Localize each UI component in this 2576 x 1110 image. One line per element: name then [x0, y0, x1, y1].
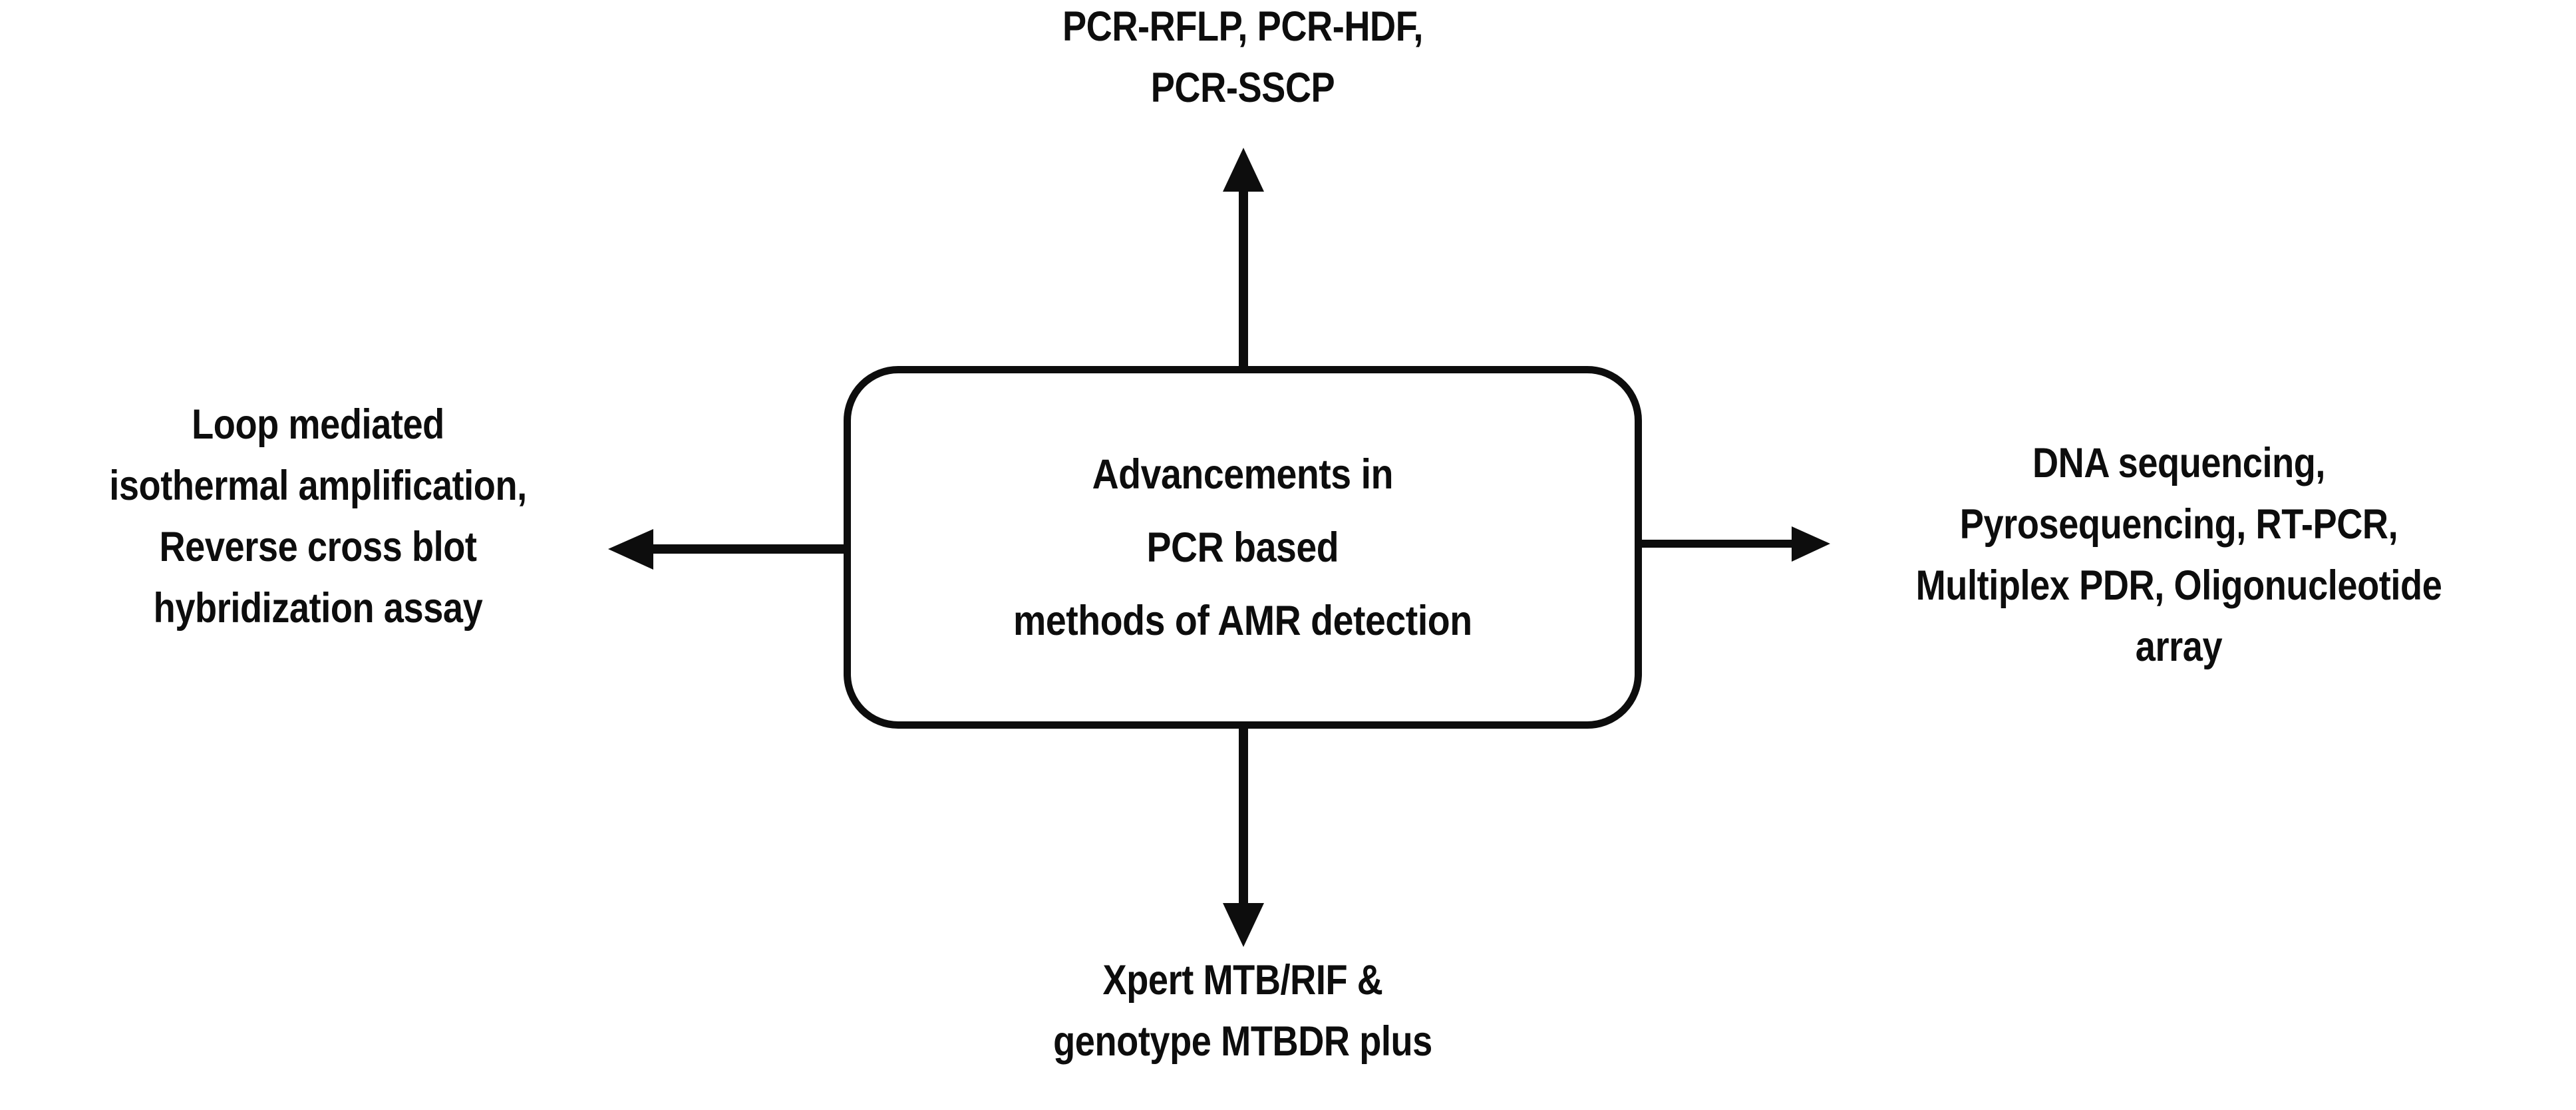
branch-label-top-line-2: PCR-SSCP — [1150, 65, 1335, 111]
branch-label-left-line-4: hybridization assay — [153, 585, 483, 632]
branch-label-top: PCR-RFLP, PCR-HDF, PCR-SSCP — [814, 0, 1672, 118]
branch-label-bottom-line-2: genotype MTBDR plus — [1053, 1018, 1432, 1065]
arrow-up-icon — [1223, 148, 1264, 379]
arrow-down-icon — [1223, 722, 1264, 947]
center-concept-line-2: PCR based — [1146, 524, 1339, 571]
branch-label-left: Loop mediated isothermal amplification, … — [0, 394, 747, 639]
branch-label-right-line-4: array — [2135, 624, 2223, 670]
branch-label-right: DNA sequencing, Pyrosequencing, RT-PCR, … — [1750, 433, 2576, 677]
branch-label-left-line-3: Reverse cross blot — [159, 524, 477, 570]
center-concept-line-1: Advancements in — [1092, 451, 1394, 498]
branch-label-right-line-1: DNA sequencing, — [2032, 440, 2326, 486]
branch-label-right-line-3: Multiplex PDR, Oligonucleotide — [1915, 562, 2442, 609]
center-concept-box: Advancements in PCR based methods of AMR… — [844, 366, 1642, 729]
arrow-left-icon — [608, 529, 852, 570]
center-concept-line-3: methods of AMR detection — [1013, 597, 1472, 644]
center-concept-text: Advancements in PCR based methods of AMR… — [1013, 438, 1472, 657]
branch-label-left-line-2: isothermal amplification, — [109, 462, 527, 509]
arrow-right-icon — [1637, 526, 1830, 562]
branch-label-bottom-line-1: Xpert MTB/RIF & — [1102, 957, 1383, 1004]
branch-label-bottom: Xpert MTB/RIF & genotype MTBDR plus — [814, 950, 1672, 1072]
branch-label-top-line-1: PCR-RFLP, PCR-HDF, — [1062, 3, 1424, 50]
branch-label-left-line-1: Loop mediated — [192, 401, 444, 448]
branch-label-right-line-2: Pyrosequencing, RT-PCR, — [1959, 501, 2398, 548]
